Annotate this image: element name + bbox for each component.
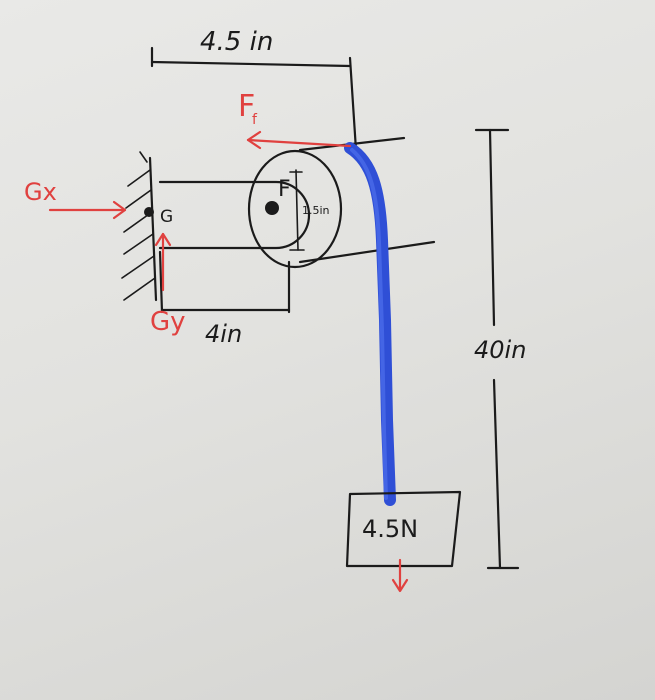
pin-f-dot	[265, 201, 279, 215]
friction-subscript: f	[252, 112, 258, 128]
gy-label: Gy	[150, 307, 186, 337]
pulley-radius-label: 1.5in	[302, 204, 330, 217]
top-dimension-label: 4.5 in	[200, 27, 273, 57]
wall	[121, 151, 158, 302]
weight-label: 4.5N	[362, 515, 418, 543]
pulley: 1.5in F	[247, 149, 343, 269]
f-point-label: F	[278, 177, 291, 202]
height-dimension: 40in	[474, 128, 526, 570]
rope	[344, 142, 396, 506]
top-dimension: 4.5 in	[150, 27, 358, 152]
gy-arrow: Gy	[150, 232, 186, 337]
arm-dimension: 4in	[158, 250, 291, 348]
arm-length-label: 4in	[205, 320, 242, 348]
arm: G	[144, 180, 311, 250]
gx-label: Gx	[24, 178, 57, 206]
friction-force-arrow: F f	[238, 89, 352, 150]
pin-g-dot	[144, 207, 154, 217]
weight-box: 4.5N	[345, 490, 462, 593]
height-label: 40in	[474, 336, 526, 364]
friction-force-label: F	[238, 89, 255, 124]
gx-arrow: Gx	[24, 178, 127, 220]
g-point-label: G	[160, 207, 173, 227]
